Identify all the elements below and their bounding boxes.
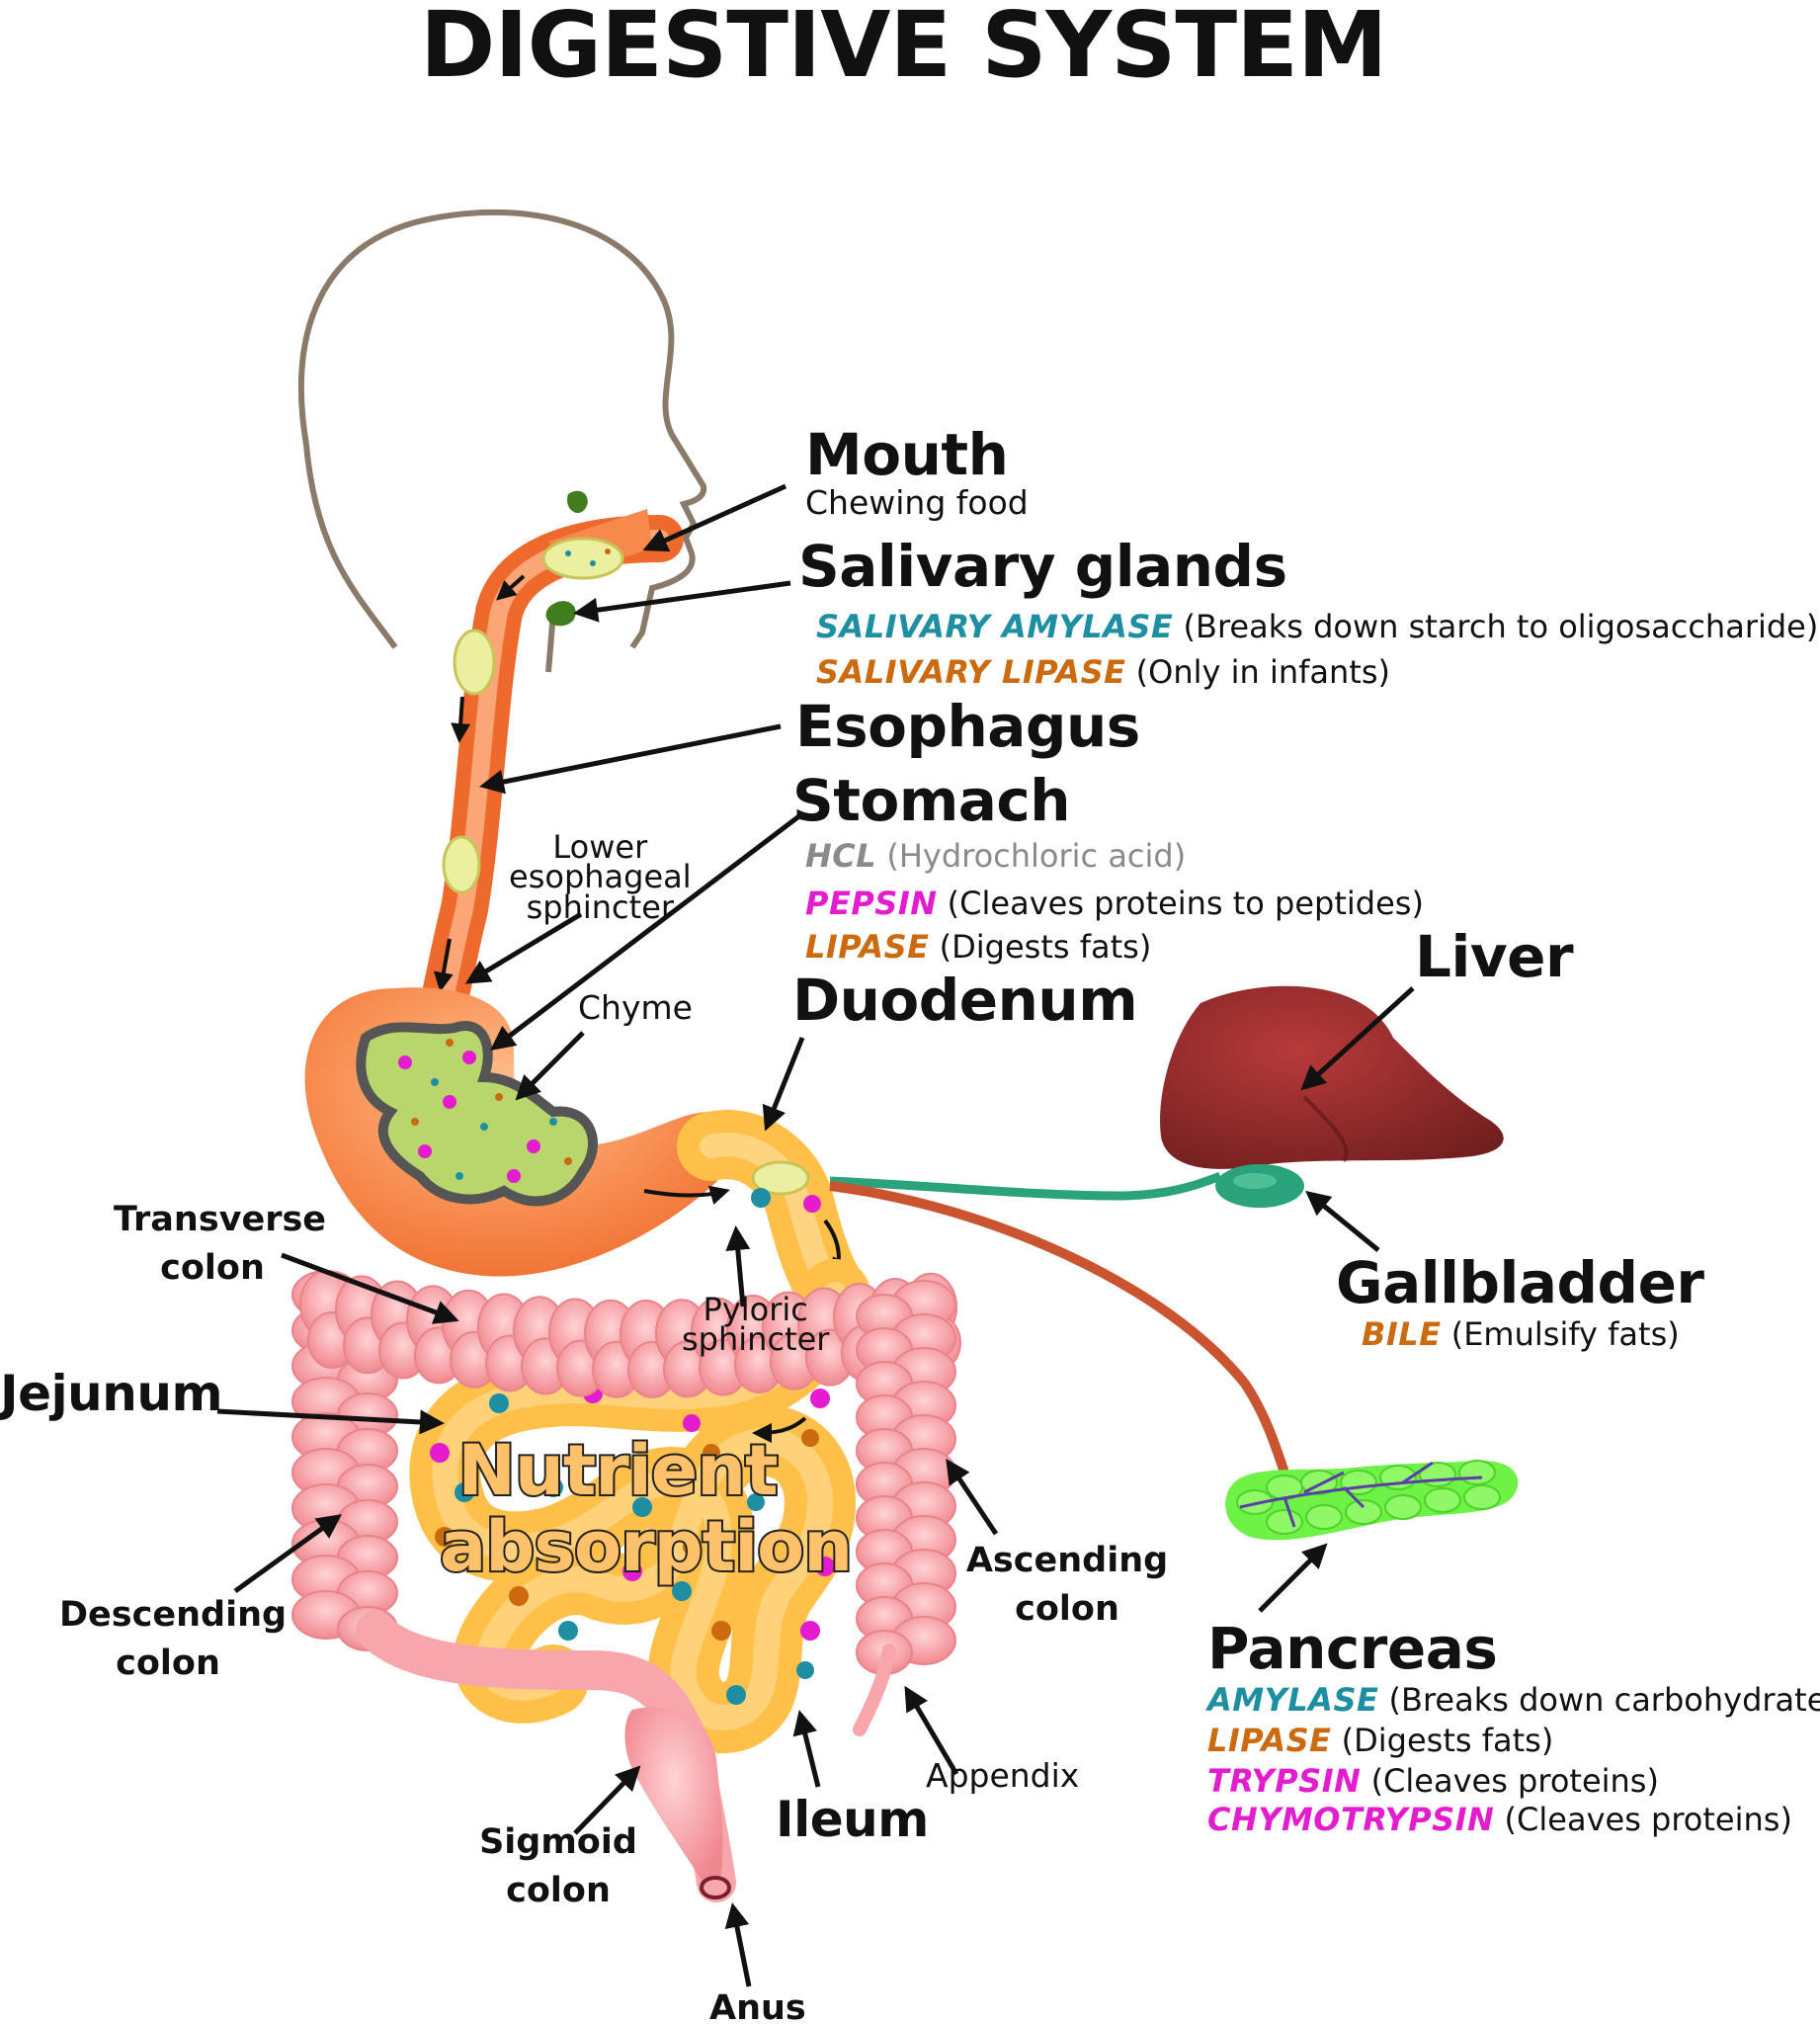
salivary-amylase-name: SALIVARY AMYLASE — [816, 608, 1174, 645]
pyloric-line-2: sphincter — [682, 1320, 830, 1359]
hcl-row: HCL (Hydrochloric acid) — [805, 837, 1187, 875]
liver-label: Liver — [1415, 923, 1574, 990]
pepsin-desc: (Cleaves proteins to peptides) — [947, 885, 1424, 922]
descending-colon-label: Descending colon — [59, 1591, 288, 1688]
mouth-label: Mouth — [805, 421, 1009, 488]
nutrient-absorption-label: Nutrient absorption — [438, 1430, 855, 1587]
pepsin-name: PEPSIN — [805, 885, 938, 922]
jejunum-label: Jejunum — [0, 1365, 223, 1422]
anus-opening — [700, 1876, 731, 1899]
pancreatic-duct — [829, 1181, 1289, 1475]
descending-line-1: Descending — [59, 1595, 288, 1635]
chyme-particles — [398, 1039, 572, 1183]
pancreas-amylase-row: AMYLASE (Breaks down carbohydrates) — [1207, 1681, 1820, 1719]
ileum-label: Ileum — [776, 1791, 929, 1848]
ascending-colon-label: Ascending colon — [963, 1537, 1171, 1634]
trypsin-row: TRYPSIN (Cleaves proteins) — [1207, 1762, 1659, 1800]
ascending-line-1: Ascending — [965, 1541, 1169, 1580]
sigmoid-colon-label: Sigmoid colon — [459, 1818, 657, 1915]
page-title: DIGESTIVE SYSTEM — [420, 0, 1388, 98]
pepsin-row: PEPSIN (Cleaves proteins to peptides) — [805, 885, 1424, 922]
chyme-label: Chyme — [578, 988, 693, 1027]
salivary-lipase-row: SALIVARY LIPASE (Only in infants) — [816, 653, 1390, 691]
transverse-colon-label: Transverse colon — [114, 1196, 327, 1293]
transverse-line-1: Transverse — [114, 1200, 327, 1239]
chymotrypsin-row: CHYMOTRYPSIN (Cleaves proteins) — [1207, 1801, 1792, 1838]
stomach-label: Stomach — [792, 767, 1071, 834]
bile-duct — [829, 1171, 1222, 1201]
trypsin-desc: (Cleaves proteins) — [1370, 1762, 1659, 1800]
stomach-lipase-name: LIPASE — [805, 928, 930, 966]
nutrient-line-1: Nutrient — [455, 1430, 780, 1511]
pancreas-lipase-desc: (Digests fats) — [1341, 1722, 1554, 1759]
salivary-gland-shape — [566, 490, 588, 514]
les-line-2: esophageal — [509, 858, 692, 896]
bile-name: BILE — [1362, 1315, 1442, 1353]
salivary-lipase-name: SALIVARY LIPASE — [816, 653, 1126, 691]
stomach-lipase-desc: (Digests fats) — [939, 928, 1152, 966]
salivary-amylase-desc: (Breaks down starch to oligosaccharide) — [1183, 608, 1819, 645]
pancreas-label: Pancreas — [1207, 1615, 1498, 1682]
salivary-amylase-row: SALIVARY AMYLASE (Breaks down starch to … — [816, 608, 1819, 645]
appendix-shape — [853, 1644, 896, 1736]
trypsin-name: TRYPSIN — [1207, 1762, 1362, 1800]
sigmoid-line-2: colon — [506, 1871, 611, 1910]
chyme-mass — [356, 1021, 598, 1207]
descending-line-2: colon — [116, 1644, 220, 1683]
chymotrypsin-desc: (Cleaves proteins) — [1504, 1801, 1792, 1838]
les-label: Lower esophageal sphincter — [509, 828, 692, 926]
anus-label: Anus — [709, 1988, 806, 2024]
pancreas-shape — [1225, 1460, 1519, 1541]
esophagus-label: Esophagus — [795, 693, 1140, 760]
stomach-lipase-row: LIPASE (Digests fats) — [805, 928, 1152, 966]
les-line-1: Lower — [552, 828, 648, 866]
gallbladder-label: Gallbladder — [1336, 1249, 1704, 1316]
appendix-label: Appendix — [926, 1756, 1080, 1795]
hcl-desc: (Hydrochloric acid) — [886, 837, 1187, 875]
nutrient-line-2: absorption — [438, 1506, 855, 1587]
pointer-arrows — [216, 483, 1415, 1987]
pancreas-lipase-name: LIPASE — [1207, 1722, 1332, 1759]
salivary-glands-label: Salivary glands — [798, 533, 1287, 600]
duodenum-label: Duodenum — [792, 967, 1138, 1034]
liver-shape — [1160, 985, 1504, 1169]
nutrient-particles — [430, 1384, 835, 1705]
pyloric-line-1: Pyloric — [703, 1291, 808, 1328]
pancreas-amylase-name: AMYLASE — [1207, 1681, 1379, 1719]
bile-desc: (Emulsify fats) — [1450, 1315, 1680, 1353]
transverse-line-2: colon — [160, 1248, 265, 1288]
hcl-name: HCL — [805, 837, 877, 875]
salivary-lipase-desc: (Only in infants) — [1135, 653, 1390, 691]
head-outline — [297, 209, 707, 649]
pancreas-lipase-row: LIPASE (Digests fats) — [1207, 1722, 1554, 1759]
pancreas-amylase-desc: (Breaks down carbohydrates) — [1388, 1681, 1820, 1719]
mouth-desc: Chewing food — [805, 483, 1029, 522]
chymotrypsin-name: CHYMOTRYPSIN — [1207, 1801, 1495, 1838]
les-line-3: sphincter — [526, 887, 675, 926]
sigmoid-line-1: Sigmoid — [479, 1822, 637, 1862]
pyloric-sphincter-label: Pyloric sphincter — [682, 1291, 830, 1359]
bile-row: BILE (Emulsify fats) — [1362, 1315, 1680, 1353]
colon — [291, 1270, 961, 1902]
ascending-line-2: colon — [1015, 1589, 1119, 1629]
small-intestine — [409, 1259, 870, 1753]
